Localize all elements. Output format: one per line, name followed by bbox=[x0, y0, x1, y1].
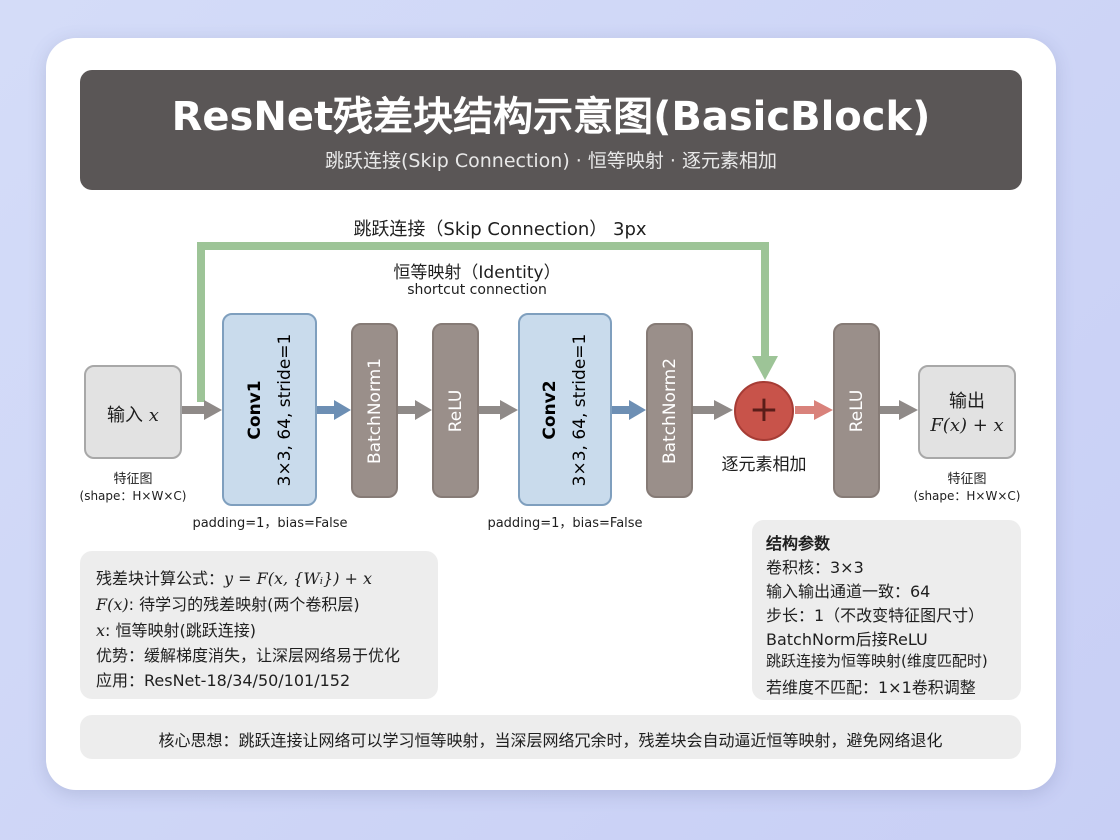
identity-symbol: x bbox=[96, 621, 106, 640]
conv1-name: Conv1 bbox=[244, 379, 265, 440]
skip-connection-label: 跳跃连接（Skip Connection） 3px bbox=[353, 219, 647, 240]
param-item: 跳跃连接为恒等映射(维度匹配时) bbox=[766, 652, 988, 670]
core-idea-text: 核心思想：跳跃连接让网络可以学习恒等映射，当深层网络冗余时，残差块会自动逼近恒等… bbox=[158, 731, 943, 750]
batchnorm2-layer: BatchNorm2 bbox=[646, 323, 693, 498]
skip-connection-line bbox=[197, 242, 769, 402]
plus-icon: + bbox=[748, 389, 780, 430]
input-label: 输入 bbox=[107, 405, 144, 426]
skip-arrowhead bbox=[752, 356, 778, 380]
relu1-label: ReLU bbox=[445, 389, 466, 432]
application-text: 应用：ResNet-18/34/50/101/152 bbox=[96, 671, 351, 690]
identity-description: : 恒等映射(跳跃连接) bbox=[105, 621, 256, 640]
formula-panel: 残差块计算公式：y = F(x, {Wᵢ}) + x F(x): 待学习的残差映… bbox=[80, 551, 438, 699]
relu2-label: ReLU bbox=[846, 389, 867, 432]
output-caption-1: 特征图 bbox=[947, 472, 987, 487]
param-item: BatchNorm后接ReLU bbox=[766, 630, 928, 649]
param-item: 若维度不匹配：1×1卷积调整 bbox=[766, 678, 976, 697]
output-formula: F(x) + x bbox=[930, 415, 1004, 436]
page-title: ResNet残差块结构示意图(BasicBlock) bbox=[171, 94, 931, 140]
conv2-params: 3×3, 64, stride=1 bbox=[570, 333, 590, 486]
residual-symbol: F(x) bbox=[96, 595, 129, 614]
params-panel: 结构参数 卷积核：3×3 输入输出通道一致：64 步长：1（不改变特征图尺寸） … bbox=[752, 520, 1021, 700]
shortcut-label: shortcut connection bbox=[407, 282, 547, 298]
param-item: 卷积核：3×3 bbox=[766, 558, 864, 577]
conv2-caption: padding=1，bias=False bbox=[487, 516, 643, 531]
elementwise-sum-node: + bbox=[734, 381, 794, 441]
residual-description: : 待学习的残差映射(两个卷积层) bbox=[128, 595, 360, 614]
batchnorm1-label: BatchNorm1 bbox=[364, 357, 385, 464]
output-node: 输出 F(x) + x bbox=[918, 365, 1016, 459]
conv1-caption: padding=1，bias=False bbox=[192, 516, 348, 531]
footer-panel: 核心思想：跳跃连接让网络可以学习恒等映射，当深层网络冗余时，残差块会自动逼近恒等… bbox=[80, 715, 1021, 759]
output-label: 输出 bbox=[949, 391, 985, 412]
conv1-layer: Conv1 3×3, 64, stride=1 bbox=[222, 313, 317, 506]
input-node: 输入 x bbox=[84, 365, 182, 459]
input-caption-1: 特征图 bbox=[113, 472, 153, 487]
header-banner: ResNet残差块结构示意图(BasicBlock) 跳跃连接(Skip Con… bbox=[80, 70, 1022, 190]
advantage-text: 优势：缓解梯度消失，让深层网络易于优化 bbox=[96, 646, 401, 665]
batchnorm2-label: BatchNorm2 bbox=[659, 357, 680, 464]
param-item: 输入输出通道一致：64 bbox=[766, 582, 931, 601]
page-subtitle: 跳跃连接(Skip Connection) · 恒等映射 · 逐元素相加 bbox=[324, 150, 777, 172]
param-item: 步长：1（不改变特征图尺寸） bbox=[766, 606, 985, 625]
identity-label: 恒等映射（Identity） bbox=[393, 263, 561, 283]
relu1-layer: ReLU bbox=[432, 323, 479, 498]
input-var: x bbox=[148, 405, 159, 426]
batchnorm1-layer: BatchNorm1 bbox=[351, 323, 398, 498]
formula-equation: y = F(x, {Wᵢ}) + x bbox=[224, 569, 373, 588]
sum-caption: 逐元素相加 bbox=[721, 455, 807, 475]
relu2-layer: ReLU bbox=[833, 323, 880, 498]
conv2-layer: Conv2 3×3, 64, stride=1 bbox=[518, 313, 612, 506]
conv1-params: 3×3, 64, stride=1 bbox=[274, 333, 295, 486]
params-title: 结构参数 bbox=[766, 534, 831, 553]
formula-label: 残差块计算公式： bbox=[96, 569, 225, 588]
input-caption-2: (shape：H×W×C) bbox=[79, 489, 187, 503]
conv2-name: Conv2 bbox=[540, 379, 560, 440]
output-caption-2: (shape：H×W×C) bbox=[913, 489, 1021, 503]
